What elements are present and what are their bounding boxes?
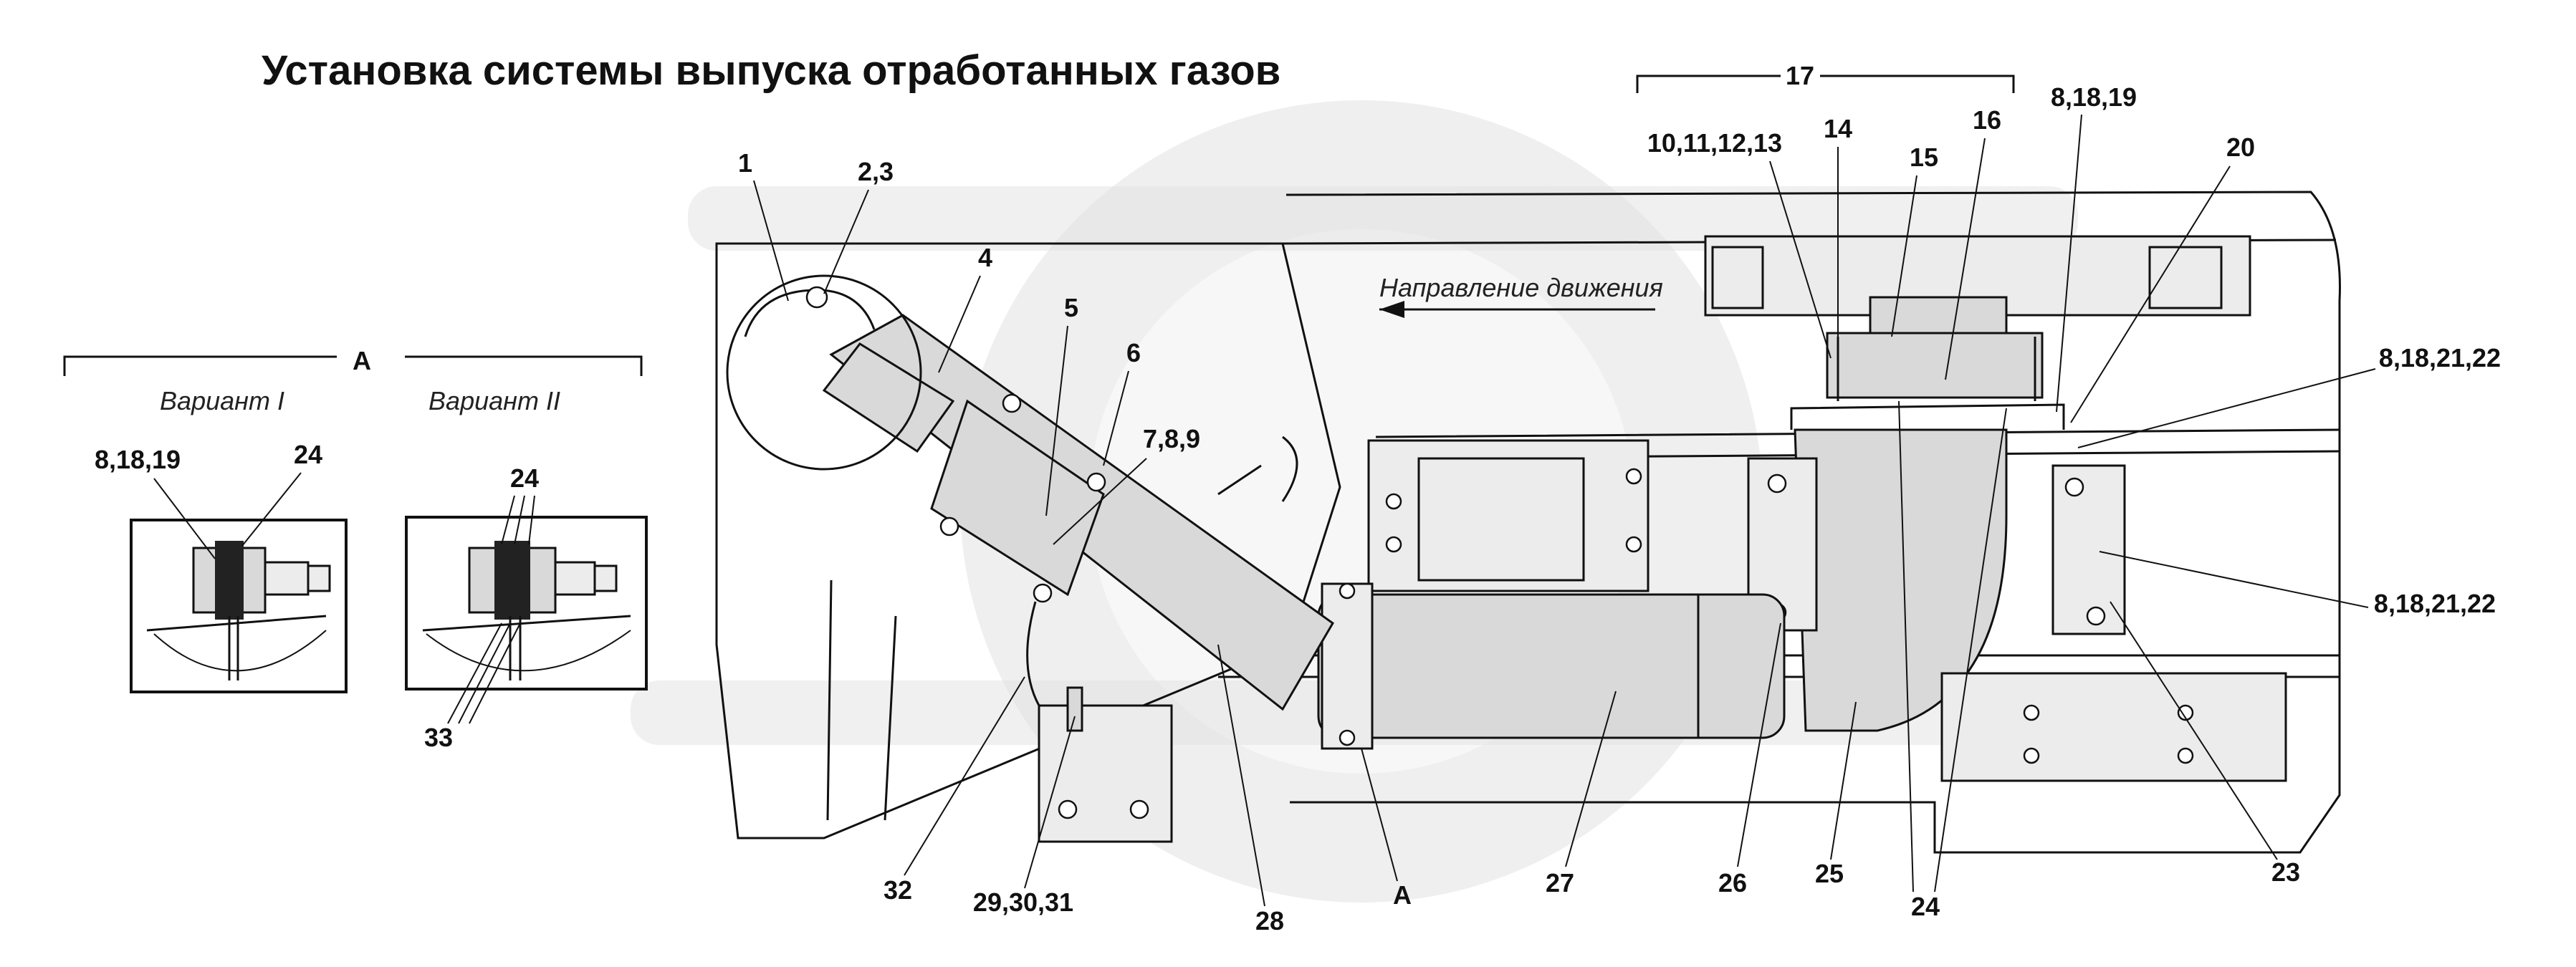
callout-26: 26 — [1718, 868, 1747, 898]
direction-label: Направление движения — [1379, 273, 1663, 302]
callout-8-18-21-22-right: 8,18,21,22 — [2374, 589, 2496, 618]
callout-8-18-19-top: 8,18,19 — [2051, 82, 2137, 112]
callout-8-18-21-22-top: 8,18,21,22 — [2379, 343, 2501, 372]
callouts: 1 2,3 4 5 6 7,8,9 10,11,12,13 14 15 16 8… — [738, 82, 2501, 935]
clamp-a — [1321, 582, 1374, 750]
callout-28: 28 — [1255, 906, 1284, 935]
mount-strap — [1790, 403, 2065, 430]
diagram-title: Установка системы выпуска отработанных г… — [262, 47, 1280, 94]
mount-cap — [1869, 296, 2008, 335]
view-a-bracket-left — [63, 355, 337, 376]
variant-2-label: Вариант II — [428, 386, 560, 415]
callout-a: А — [1393, 880, 1412, 910]
direction-arrowhead — [1379, 301, 1404, 318]
group-17-label: 17 — [1786, 61, 1814, 90]
callout-29-30-31: 29,30,31 — [973, 887, 1073, 917]
clamp-body — [930, 399, 1105, 597]
variant-2-callout-24: 24 — [510, 463, 539, 493]
group-17-bracket-right — [1820, 74, 2015, 93]
body-legs — [826, 579, 897, 821]
small-hoses — [1217, 436, 1298, 502]
view-a-label: А — [353, 346, 371, 375]
variant-1-label: Вариант I — [160, 386, 284, 415]
resonator-pipe — [1794, 428, 2008, 732]
view-a-section: А Вариант I Вариант II 8,18,19 24 — [63, 346, 648, 752]
support-rod — [1026, 601, 1040, 706]
flange-left — [822, 342, 955, 453]
crossmember — [1367, 439, 1649, 592]
callout-24: 24 — [1911, 892, 1940, 921]
callout-10-11-12-13: 10,11,12,13 — [1647, 128, 1782, 158]
callout-1: 1 — [738, 148, 752, 178]
lower-plate — [1940, 672, 2287, 782]
callout-14: 14 — [1824, 114, 1852, 143]
callout-15: 15 — [1910, 143, 1938, 172]
view-a-bracket-right — [405, 355, 643, 376]
callout-5: 5 — [1064, 293, 1078, 322]
variant-2-inset: 24 33 — [405, 463, 648, 752]
variant-1-callout-24: 24 — [294, 440, 322, 469]
group-17-bracket-left — [1636, 74, 1781, 93]
main-assembly: Направление движения 17 — [715, 61, 2341, 854]
bracket-23 — [2051, 464, 2126, 635]
support-bolt — [1066, 686, 1083, 732]
callout-7-8-9: 7,8,9 — [1143, 424, 1200, 453]
support-bracket — [1038, 704, 1173, 843]
main-pipe-27 — [1317, 593, 1786, 739]
callout-32: 32 — [884, 875, 912, 905]
callout-25: 25 — [1815, 859, 1844, 888]
variant-1-callout-8-18-19: 8,18,19 — [95, 445, 181, 474]
callout-23: 23 — [2271, 857, 2300, 887]
callout-6: 6 — [1126, 338, 1141, 367]
callout-2-3: 2,3 — [858, 157, 894, 186]
callout-16: 16 — [1973, 105, 2001, 135]
callout-4: 4 — [978, 243, 992, 272]
callout-27: 27 — [1546, 868, 1574, 898]
variant-2-callout-33: 33 — [424, 723, 453, 752]
turbo-housing — [726, 274, 922, 471]
mount-bracket — [1826, 332, 2044, 399]
callout-20: 20 — [2226, 133, 2255, 162]
frame-outline — [1285, 191, 2341, 854]
variant-1-inset: 8,18,19 24 — [95, 440, 348, 693]
